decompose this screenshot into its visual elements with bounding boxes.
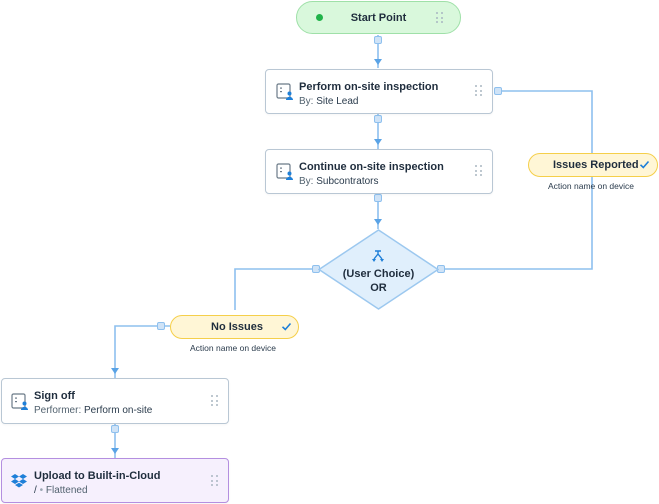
branch-icon — [372, 250, 384, 262]
step-subtitle: By: Site Lead — [299, 96, 359, 107]
step-subtitle: Performer: Perform on-site — [34, 405, 153, 416]
step-title: Upload to Built-in-Cloud — [34, 470, 161, 482]
check-icon — [639, 160, 650, 169]
gateway-type: (User Choice) — [342, 268, 415, 280]
outcome-label: No Issues — [211, 321, 263, 333]
gateway-operator: OR — [370, 282, 387, 294]
step-perform-inspection[interactable]: Perform on-site inspection By: Site Lead — [265, 69, 493, 114]
step-title: Perform on-site inspection — [299, 81, 439, 93]
start-dot-icon — [316, 14, 323, 21]
step-title: Continue on-site inspection — [299, 161, 444, 173]
connector-gateway-to-issues-reported — [439, 90, 593, 270]
check-icon — [281, 322, 292, 331]
start-point-label: Start Point — [350, 12, 407, 24]
gateway-diamond[interactable] — [318, 229, 439, 310]
drag-handle-icon[interactable] — [475, 85, 483, 97]
drag-handle-icon[interactable] — [211, 475, 219, 487]
dropbox-icon — [11, 474, 27, 488]
drag-handle-icon[interactable] — [475, 165, 483, 177]
gateway-label: (User Choice) OR — [318, 268, 439, 294]
start-point-node[interactable]: Start Point — [296, 1, 461, 34]
step-title: Sign off — [34, 390, 75, 402]
step-sign-off[interactable]: Sign off Performer: Perform on-site — [1, 378, 229, 424]
step-subtitle: By: Subcontrators — [299, 176, 379, 187]
task-person-icon — [276, 83, 293, 100]
outcome-label: Issues Reported — [553, 159, 639, 171]
outcome-caption: Action name on device — [190, 343, 276, 353]
connector-gateway-to-no-issues — [234, 268, 318, 310]
step-continue-inspection[interactable]: Continue on-site inspection By: Subcontr… — [265, 149, 493, 194]
drag-handle-icon[interactable] — [211, 395, 219, 407]
drag-handle-icon[interactable] — [436, 12, 444, 24]
outcome-issues-reported[interactable]: Issues Reported — [528, 153, 658, 177]
outcome-caption: Action name on device — [548, 181, 634, 191]
task-person-icon — [276, 163, 293, 180]
step-upload-cloud[interactable]: Upload to Built-in-Cloud / • Flattened — [1, 458, 229, 503]
connector-no-issues-to-signoff — [114, 325, 170, 378]
task-person-icon — [11, 393, 28, 410]
step-subtitle: / • Flattened — [34, 485, 88, 496]
outcome-no-issues[interactable]: No Issues — [170, 315, 299, 339]
